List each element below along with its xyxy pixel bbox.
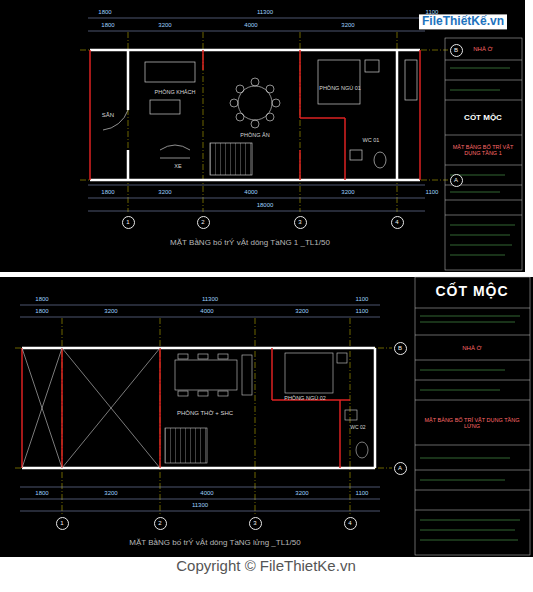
grid-axis-bubble: B: [450, 44, 463, 57]
axis-label: 3: [253, 520, 256, 526]
room-name: PHÒNG THỜ + SHC: [177, 410, 233, 417]
room-name: PHÒNG ĂN: [240, 132, 269, 138]
dimension: 1800: [35, 490, 48, 497]
dimension: 1800: [35, 296, 48, 303]
room-name: PHÒNG NGỦ 01: [319, 85, 361, 91]
grid-axis-bubble: 1: [122, 216, 135, 229]
room-name: XE: [174, 163, 181, 169]
room-name: WC 02: [350, 425, 365, 431]
drawing-heading: MẶT BằNG bố trÝ vẬt dông TầNG 1 _TL1/50: [170, 239, 330, 248]
axis-label: 4: [348, 520, 351, 526]
dimension: 3200: [158, 22, 171, 29]
dimension: 1800: [101, 22, 114, 29]
logo: FileThiếtKế.vn: [419, 14, 507, 29]
dimension: 1100: [356, 308, 369, 315]
title-block-text: NHÀ Ở: [473, 46, 492, 53]
dimension: 1800: [98, 9, 111, 16]
dimension: 1100: [356, 296, 369, 303]
dimension: 11300: [202, 296, 218, 303]
axis-label: 4: [395, 219, 398, 225]
axis-label: 2: [158, 520, 161, 526]
dimension: 1100: [356, 490, 369, 497]
room-name: SÂN: [102, 112, 114, 119]
dimension: 4000: [244, 22, 257, 29]
title-block-text: MẶT BẰNG BỐ TRÍ VẬT DỤNG TẦNG 1: [448, 144, 518, 156]
grid-axis-bubble: 4: [344, 517, 357, 530]
dimension: 4000: [200, 490, 213, 497]
title-block-text: CỐT MỘC: [464, 114, 502, 123]
axis-label: A: [398, 465, 402, 471]
axis-label: B: [398, 345, 402, 351]
dimension: 11300: [192, 502, 208, 509]
grid-axis-bubble: A: [450, 174, 463, 187]
dimension: 4000: [244, 189, 257, 196]
grid-axis-bubble: 2: [154, 517, 167, 530]
dimension: 3200: [104, 490, 117, 497]
dimension: 1800: [101, 189, 114, 196]
grid-axis-bubble: 2: [197, 216, 210, 229]
grid-axis-bubble: 3: [294, 216, 307, 229]
dimension: 3200: [341, 22, 354, 29]
company-logo: CỐT MỘC: [435, 284, 508, 299]
room-name: WC 01: [363, 137, 380, 143]
grid-axis-bubble: A: [394, 462, 407, 475]
title-block-text: MẶT BẰNG BỐ TRÍ VẬT DỤNG TẦNG LỬNG: [425, 417, 520, 429]
axis-label: B: [454, 47, 458, 53]
watermark: Copyright © FileThietKe.vn: [176, 558, 355, 575]
dimension: 11300: [257, 9, 273, 16]
grid-axis-bubble: 3: [249, 517, 262, 530]
room-name: PHÒNG NGỦ 02: [284, 395, 326, 401]
axis-label: A: [454, 177, 458, 183]
axis-label: 1: [126, 219, 129, 225]
grid-axis-bubble: 4: [391, 216, 404, 229]
dimension: 3200: [158, 189, 171, 196]
dimension: 1800: [35, 308, 48, 315]
grid-axis-bubble: 1: [56, 517, 69, 530]
axis-label: 2: [201, 219, 204, 225]
dimension: 18000: [257, 202, 274, 209]
title-block-text: NHÀ Ở: [462, 345, 481, 352]
axis-label: 3: [298, 219, 301, 225]
drawing-heading: MẶT BằNG bố trÝ vẬt dông TầNG lửng _TL1/…: [129, 539, 300, 548]
dimension: 3200: [341, 189, 354, 196]
grid-axis-bubble: B: [394, 342, 407, 355]
dimension: 3200: [295, 490, 308, 497]
dimension: 3200: [295, 308, 308, 315]
dimension: 1100: [426, 189, 439, 196]
dimension: 4000: [200, 308, 213, 315]
axis-label: 1: [60, 520, 63, 526]
dimension: 3200: [104, 308, 117, 315]
room-name: PHÒNG KHÁCH: [155, 89, 196, 95]
